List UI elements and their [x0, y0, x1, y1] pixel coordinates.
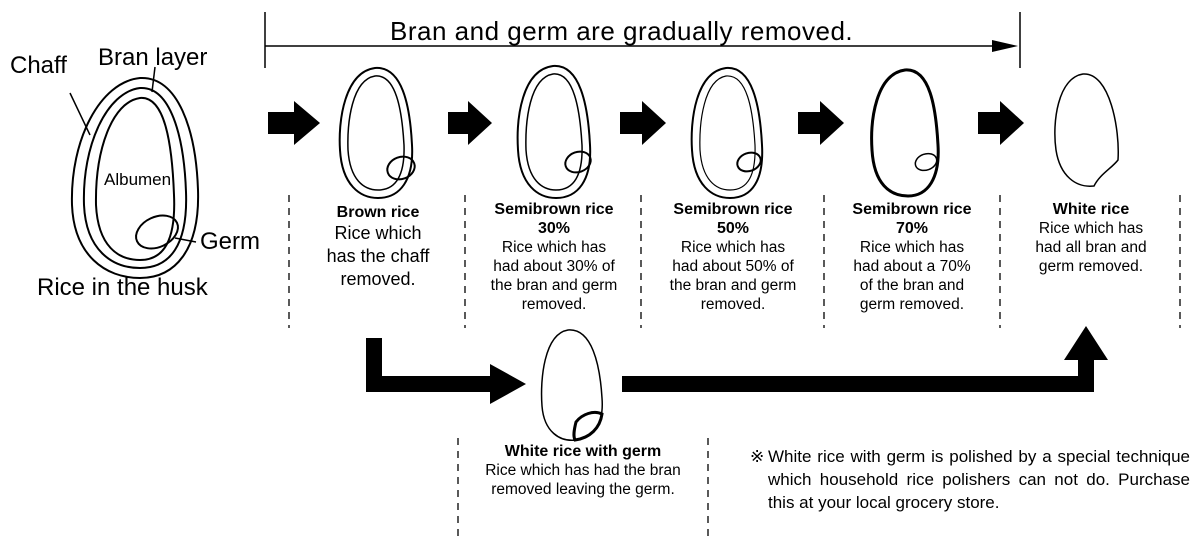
stage-desc-line: removed.	[468, 295, 640, 314]
arrow-icon	[448, 101, 492, 145]
stage-subtitle: 50%	[644, 219, 822, 238]
stage-desc-line: had about a 70%	[826, 257, 998, 276]
arrow-icon	[978, 101, 1024, 145]
stage-desc-line: germ removed.	[826, 295, 998, 314]
grain-70	[872, 70, 939, 196]
stage-semibrown-70: Semibrown rice 70% Rice which has had ab…	[826, 200, 998, 314]
stage-desc-line: Rice which has	[826, 238, 998, 257]
stage-subtitle: 30%	[468, 219, 640, 238]
stage-desc-line: has the chaff	[295, 245, 461, 268]
stage-desc-line: Rice which	[295, 222, 461, 245]
stage-desc-line: the bran and germ	[644, 276, 822, 295]
chaff-label: Chaff	[10, 52, 67, 80]
germ-label: Germ	[200, 228, 260, 256]
germ-rice-desc-line: removed leaving the germ.	[460, 480, 706, 499]
stage-semibrown-30: Semibrown rice 30% Rice which has had ab…	[468, 200, 640, 314]
stage-desc-line: Rice which has	[1004, 219, 1178, 238]
stage-white-rice: White rice Rice which has had all bran a…	[1004, 200, 1178, 276]
grain-50	[692, 68, 764, 198]
stage-desc-line: Rice which has	[468, 238, 640, 257]
germ-rice-note: ※ White rice with germ is polished by a …	[750, 445, 1190, 514]
stage-desc-line: removed.	[295, 268, 461, 291]
arrow-icon	[798, 101, 844, 145]
stage-desc-line: of the bran and	[826, 276, 998, 295]
grain-30	[518, 66, 594, 198]
stage-desc-line: had about 30% of	[468, 257, 640, 276]
grain-white-rice	[1055, 74, 1118, 186]
stage-desc-line: had all bran and	[1004, 238, 1178, 257]
grain-brown-rice	[340, 68, 418, 198]
albumen-label: Albumen	[104, 170, 171, 190]
stage-desc-line: germ removed.	[1004, 257, 1178, 276]
stage-title: Semibrown rice	[468, 200, 640, 219]
stage-semibrown-50: Semibrown rice 50% Rice which has had ab…	[644, 200, 822, 314]
bran-layer-label: Bran layer	[98, 44, 207, 72]
stage-desc-line: the bran and germ	[468, 276, 640, 295]
germ-rice-desc-line: Rice which has had the bran	[460, 461, 706, 480]
stage-title: Semibrown rice	[644, 200, 822, 219]
germ-rice-grain	[542, 330, 603, 440]
process-heading: Bran and germ are gradually removed.	[390, 16, 853, 47]
germ-route-arrow	[366, 338, 526, 404]
return-arrow	[622, 326, 1108, 392]
process-arrowhead	[992, 40, 1018, 52]
germ-rice-title: White rice with germ	[460, 442, 706, 461]
stage-desc-line: had about 50% of	[644, 257, 822, 276]
reference-mark: ※	[750, 445, 764, 468]
stage-arrows	[268, 101, 1024, 145]
stage-title: White rice	[1004, 200, 1178, 219]
stage-subtitle: 70%	[826, 219, 998, 238]
note-text: White rice with germ is polished by a sp…	[750, 445, 1190, 514]
stage-desc-line: removed.	[644, 295, 822, 314]
stage-brown-rice: Brown rice Rice which has the chaff remo…	[295, 203, 461, 291]
stage-title: Brown rice	[295, 203, 461, 222]
husk-caption: Rice in the husk	[37, 274, 208, 302]
stage-desc-line: Rice which has	[644, 238, 822, 257]
germ-rice-caption: White rice with germ Rice which has had …	[460, 442, 706, 499]
arrow-icon	[268, 101, 320, 145]
stage-title: Semibrown rice	[826, 200, 998, 219]
arrow-icon	[620, 101, 666, 145]
